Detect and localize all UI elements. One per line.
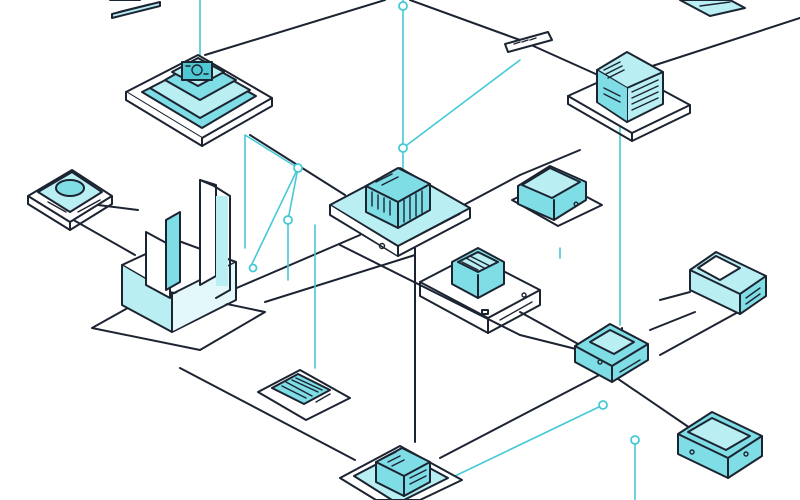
switch-center (329, 167, 471, 257)
network-node-icon (574, 323, 649, 383)
server-bottom (339, 445, 463, 500)
junction-dots (248, 1, 640, 445)
monitor-icon (517, 165, 587, 221)
dark-connection-lines (69, 0, 800, 461)
router-left (27, 169, 113, 231)
tower-icon (145, 179, 231, 299)
terminal-bottom-left (257, 369, 351, 421)
server-top-left (125, 54, 273, 147)
server-rack-icon (603, 61, 659, 111)
server-rack-top-right (567, 51, 691, 142)
terminal-icon (271, 373, 331, 405)
server-chip-icon (181, 61, 213, 81)
device-icon (677, 411, 763, 479)
device-bottom-right (677, 411, 763, 479)
network-switch-icon (365, 167, 431, 229)
modem-icon (689, 251, 767, 315)
hub-icon (451, 247, 505, 299)
tower-building-left (91, 179, 266, 351)
monitor-right (511, 165, 603, 227)
label-tag-center (504, 31, 553, 53)
node-right (574, 323, 649, 383)
device-far-right (689, 251, 767, 315)
router-icon (47, 179, 101, 213)
label-tag-top-left (111, 1, 161, 19)
cyan-connection-lines (199, 0, 636, 500)
hub-center-right (419, 247, 541, 334)
label-tag-top-right (679, 0, 746, 17)
server-chip-icon (375, 447, 431, 497)
